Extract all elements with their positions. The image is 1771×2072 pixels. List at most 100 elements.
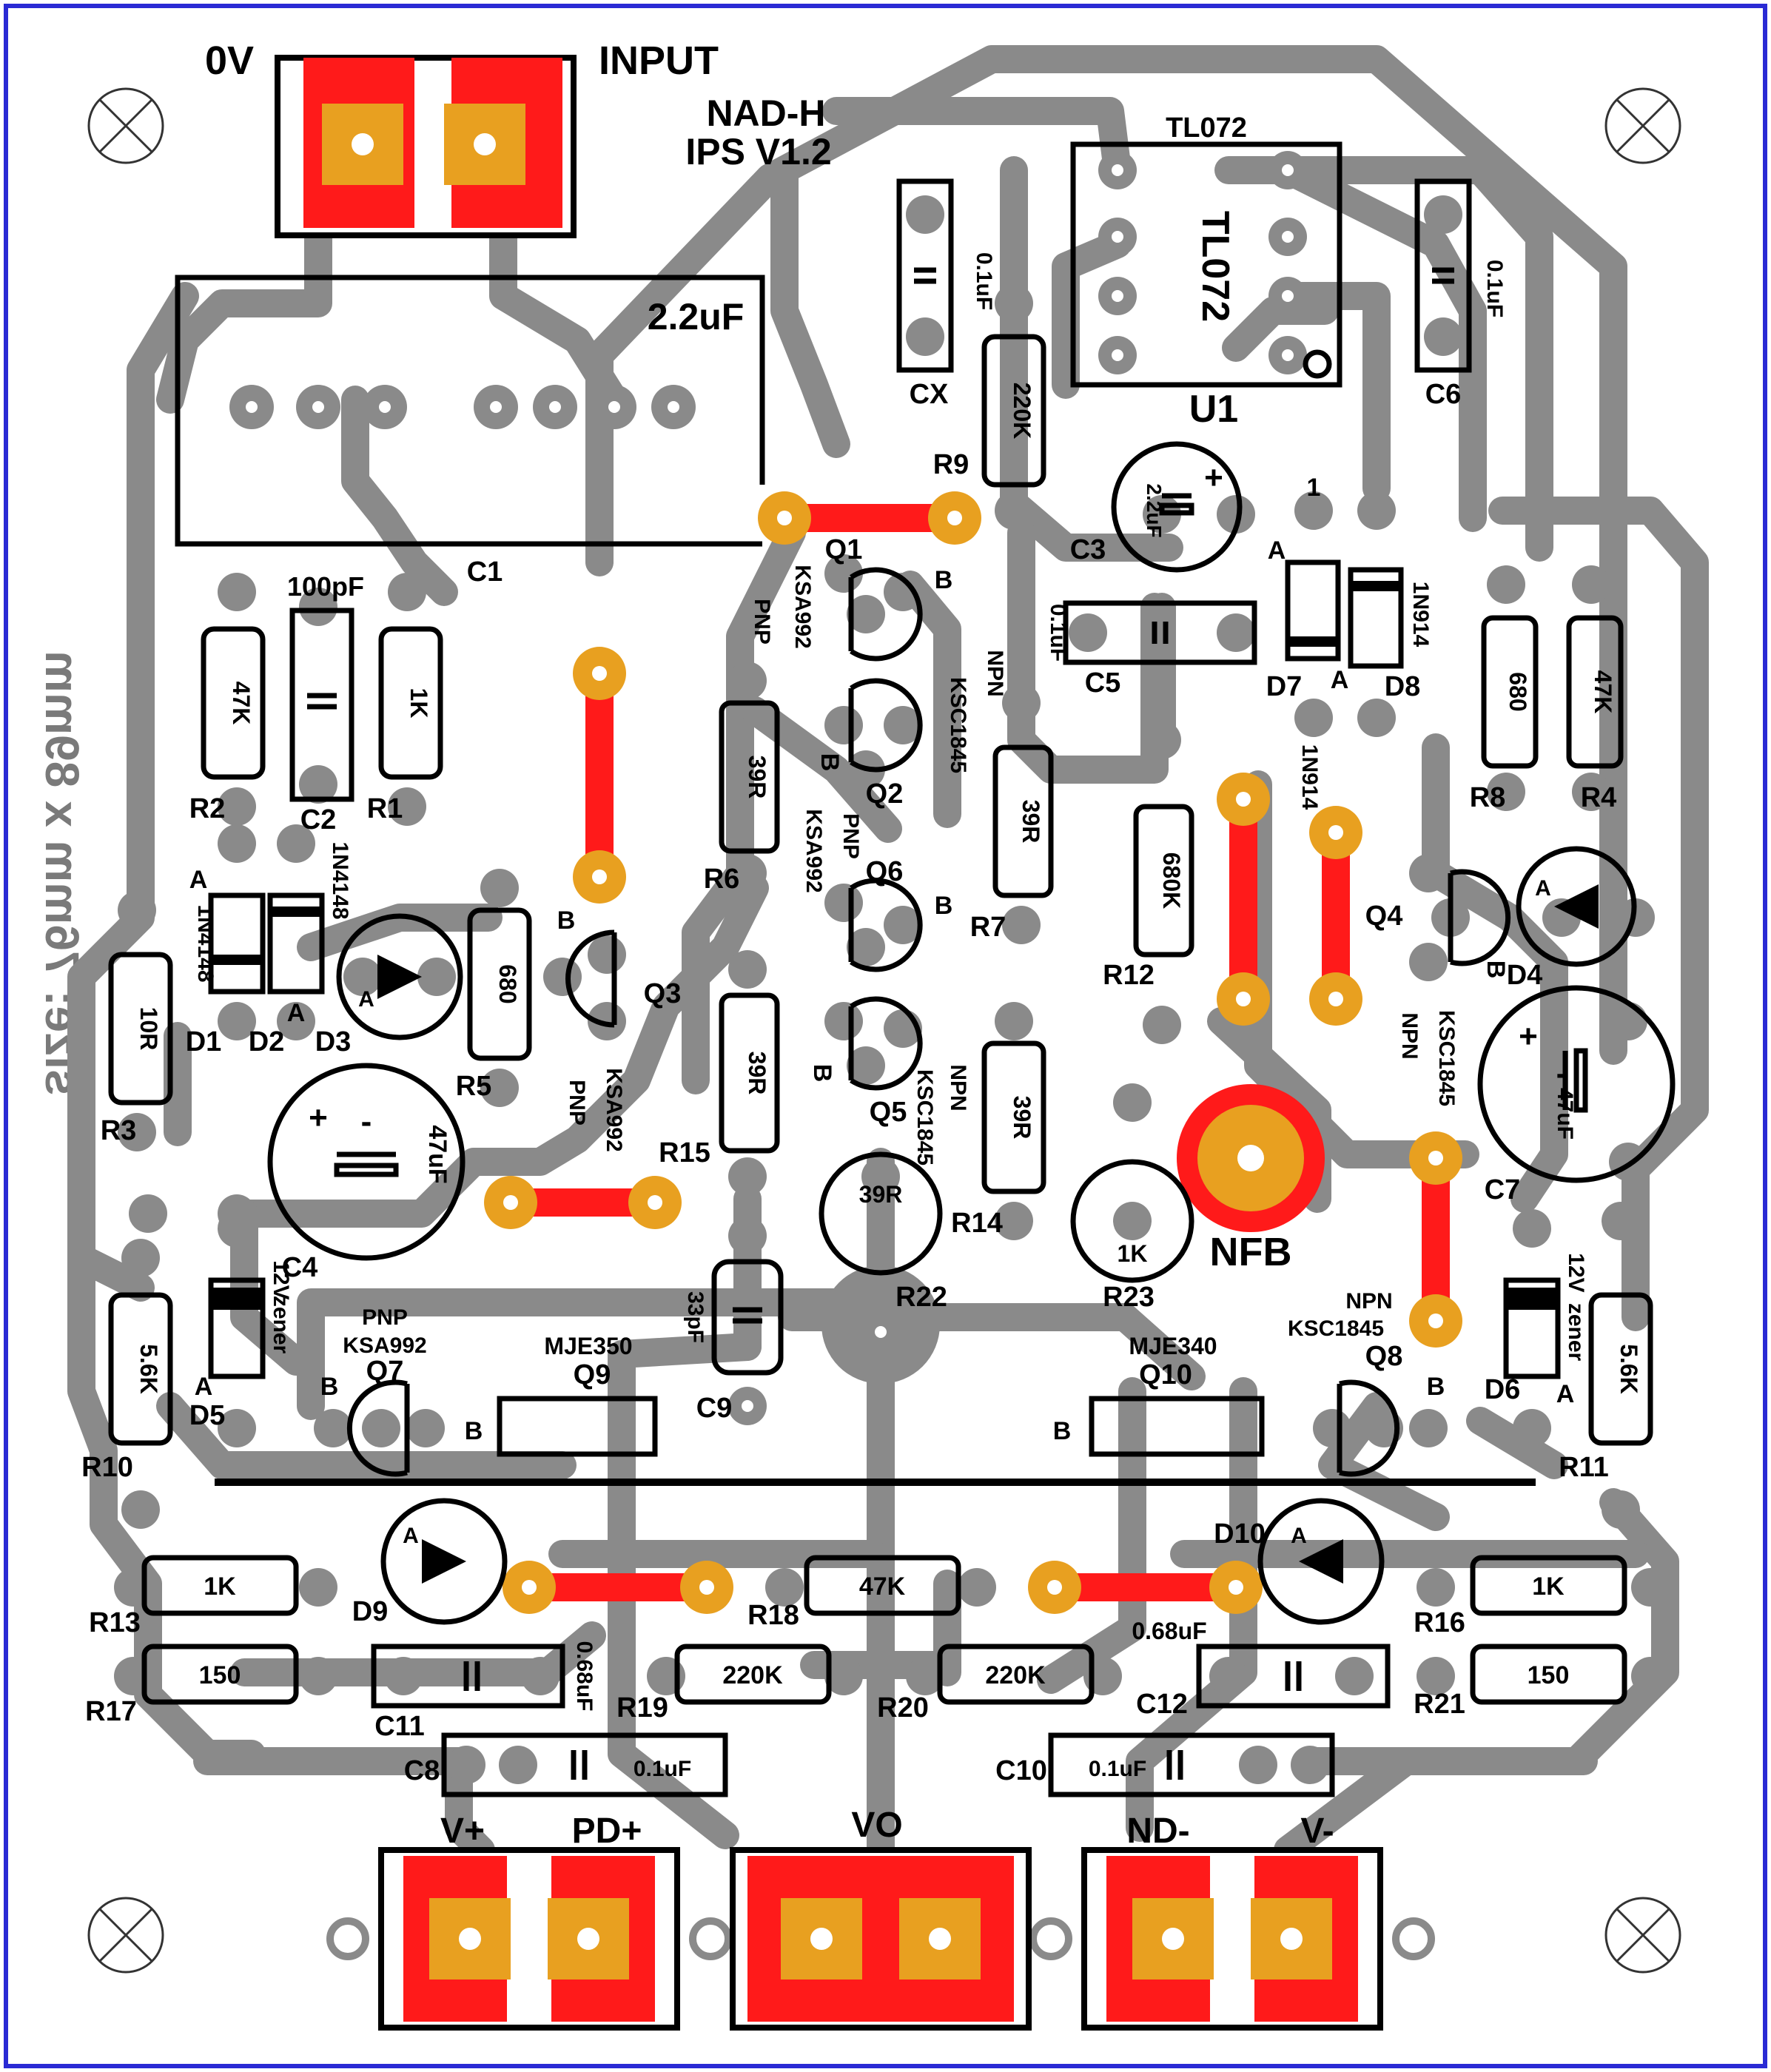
c8-value: 0.1uF xyxy=(634,1757,691,1781)
r5-ref: R5 xyxy=(456,1071,492,1102)
input-label: INPUT xyxy=(599,38,719,83)
u1-part-top: TL072 xyxy=(1166,112,1247,144)
base-mark-q9: B xyxy=(465,1417,483,1445)
c1-ref: C1 xyxy=(467,556,503,588)
c7-value: 47uF xyxy=(1553,1088,1577,1140)
c10-value: 0.1uF xyxy=(1089,1757,1146,1781)
q6-ref: Q6 xyxy=(866,856,904,887)
c2-value: 100pF xyxy=(287,571,364,602)
r2-ref: R2 xyxy=(189,793,226,824)
terminal-power-right xyxy=(1081,1847,1435,2031)
pdplus-label: PD+ xyxy=(572,1812,642,1851)
base-mark-q2: B xyxy=(816,753,844,772)
q8-type: NPN xyxy=(1345,1289,1392,1314)
cx-ref: CX xyxy=(910,379,949,410)
c4-value: 47uF xyxy=(423,1125,451,1183)
anode-mark-d3: A xyxy=(358,987,374,1012)
q10-part: MJE340 xyxy=(1129,1333,1217,1359)
c4-plus: + xyxy=(309,1100,328,1136)
d9-ref: D9 xyxy=(352,1596,389,1627)
q9-ref: Q9 xyxy=(574,1359,611,1390)
mount-hole-tl xyxy=(87,87,164,164)
r14-value: 39R xyxy=(1009,1096,1035,1140)
anode-mark-d5: A xyxy=(195,1373,213,1401)
r11-value: 5.6K xyxy=(1616,1344,1642,1394)
q4-part: KSC1845 xyxy=(1434,1010,1459,1106)
d2-ref: D2 xyxy=(249,1026,285,1057)
q3-type: PNP xyxy=(565,1080,589,1126)
c11-ref: C11 xyxy=(374,1711,425,1742)
r21-ref: R21 xyxy=(1414,1689,1465,1720)
anode-mark-d2: A xyxy=(287,999,306,1027)
d5-ref: D5 xyxy=(189,1400,226,1431)
base-mark-q6: B xyxy=(935,892,953,920)
r7-ref: R7 xyxy=(970,912,1007,943)
r19-ref: R19 xyxy=(616,1692,668,1723)
r22-value: 39R xyxy=(859,1181,903,1208)
r9-value: 220K xyxy=(1009,383,1035,440)
u1-part: TL072 xyxy=(1194,211,1237,322)
input-0v-label: 0V xyxy=(205,38,254,83)
u1-pin1: 1 xyxy=(1307,474,1321,502)
base-mark-q7: B xyxy=(320,1373,339,1401)
anode-mark-d8: A xyxy=(1331,666,1349,694)
r5-value: 680 xyxy=(494,964,521,1003)
q7-type: PNP xyxy=(362,1305,408,1330)
c10-ref: C10 xyxy=(995,1755,1047,1786)
base-mark-q8: B xyxy=(1427,1373,1445,1401)
r4-value: 47K xyxy=(1590,670,1616,714)
c5-value: 0.1uF xyxy=(1046,604,1070,662)
d7-part: 1N914 xyxy=(1297,744,1322,810)
c3-value: 2.2uF xyxy=(1143,483,1166,537)
q7-ref: Q7 xyxy=(366,1356,404,1387)
r23-ref: R23 xyxy=(1103,1282,1155,1313)
r14-ref: R14 xyxy=(951,1208,1003,1239)
r17-ref: R17 xyxy=(85,1696,137,1727)
d3-ref: D3 xyxy=(315,1026,352,1057)
anode-mark-d4: A xyxy=(1535,876,1551,901)
terminal-input xyxy=(275,55,577,238)
terminal-output xyxy=(689,1847,1072,2031)
jumpers xyxy=(511,504,1450,1601)
r6-ref: R6 xyxy=(704,864,740,895)
r17-value: 150 xyxy=(199,1661,241,1689)
q2-part: KSC1845 xyxy=(946,677,970,773)
q2-ref: Q2 xyxy=(866,778,904,810)
c2-ref: C2 xyxy=(300,804,337,835)
r22-ref: R22 xyxy=(895,1282,947,1313)
d6-zener: zener xyxy=(1564,1303,1588,1362)
mount-hole-br xyxy=(1604,1897,1681,1974)
d1-part: 1N4148 xyxy=(193,904,218,982)
c8-ref: C8 xyxy=(404,1755,440,1786)
c7-plus: + xyxy=(1519,1018,1538,1054)
base-mark-q5: B xyxy=(808,1064,836,1083)
d7-ref: D7 xyxy=(1266,671,1303,702)
q1-type: PNP xyxy=(750,599,774,645)
diode-marks xyxy=(213,581,1599,1584)
d8-ref: D8 xyxy=(1385,671,1421,702)
nfb-pad xyxy=(1177,1084,1325,1232)
r21-value: 150 xyxy=(1528,1661,1570,1689)
c9-ref: C9 xyxy=(696,1393,733,1424)
d10-ref: D10 xyxy=(1214,1518,1266,1550)
r3-ref: R3 xyxy=(101,1115,137,1146)
vplus-label: V+ xyxy=(440,1812,485,1851)
r11-ref: R11 xyxy=(1559,1452,1609,1483)
c3-plus: + xyxy=(1204,460,1223,496)
r19-value: 220K xyxy=(722,1661,783,1689)
q2-type: NPN xyxy=(983,650,1007,696)
terminal-power-left xyxy=(326,1847,680,2031)
q6-type: PNP xyxy=(839,813,863,859)
d5-voltage: 12V xyxy=(269,1260,293,1299)
mount-hole-tr xyxy=(1604,87,1681,164)
q1-part: KSA992 xyxy=(790,565,815,648)
r12-value: 680K xyxy=(1158,852,1185,909)
anode-mark-d9: A xyxy=(403,1524,419,1548)
anode-mark-d7: A xyxy=(1268,536,1286,565)
r8-ref: R8 xyxy=(1470,782,1506,813)
base-mark-q1: B xyxy=(935,566,953,594)
r2-value: 47K xyxy=(228,682,255,725)
r3-value: 10R xyxy=(135,1007,162,1051)
q4-type: NPN xyxy=(1397,1012,1422,1059)
